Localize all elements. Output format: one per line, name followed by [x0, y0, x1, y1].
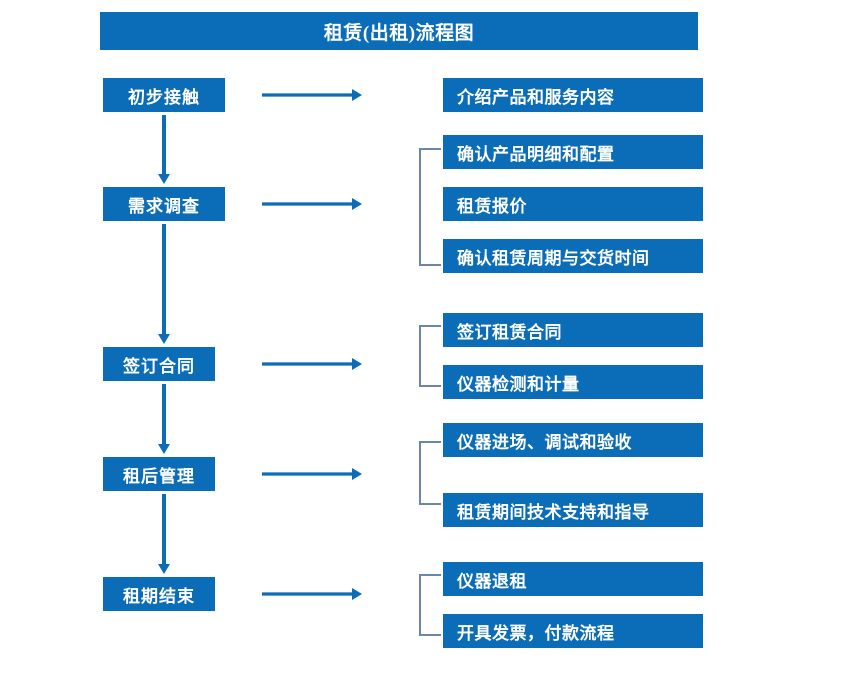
stage-box[interactable]: 租后管理	[103, 457, 215, 491]
detail-box[interactable]: 租赁期间技术支持和指导	[443, 493, 703, 527]
stage-box[interactable]: 签订合同	[103, 347, 215, 381]
vertical-arrow	[158, 224, 170, 344]
detail-box[interactable]: 确认产品明细和配置	[443, 135, 703, 169]
detail-box[interactable]: 仪器进场、调试和验收	[443, 423, 703, 457]
vertical-arrow	[158, 494, 170, 574]
group-bracket	[419, 325, 441, 387]
horizontal-arrow	[262, 588, 362, 600]
horizontal-arrow	[262, 358, 362, 370]
detail-box[interactable]: 签订租赁合同	[443, 313, 703, 347]
vertical-arrow	[158, 115, 170, 184]
stage-box[interactable]: 需求调查	[103, 187, 225, 221]
stage-box[interactable]: 初步接触	[103, 78, 225, 112]
group-bracket	[419, 441, 441, 505]
horizontal-arrow	[262, 89, 362, 101]
horizontal-arrow	[262, 468, 362, 480]
page-title: 租赁(出租)流程图	[100, 12, 698, 50]
detail-box[interactable]: 开具发票，付款流程	[443, 614, 703, 648]
vertical-arrow	[158, 384, 170, 454]
detail-box[interactable]: 仪器退租	[443, 562, 703, 596]
detail-box[interactable]: 介绍产品和服务内容	[443, 78, 703, 112]
group-bracket	[419, 574, 441, 636]
group-bracket	[419, 148, 441, 266]
stage-box[interactable]: 租期结束	[103, 577, 215, 611]
detail-box[interactable]: 仪器检测和计量	[443, 365, 703, 399]
detail-box[interactable]: 确认租赁周期与交货时间	[443, 239, 703, 273]
horizontal-arrow	[262, 198, 362, 210]
detail-box[interactable]: 租赁报价	[443, 187, 703, 221]
